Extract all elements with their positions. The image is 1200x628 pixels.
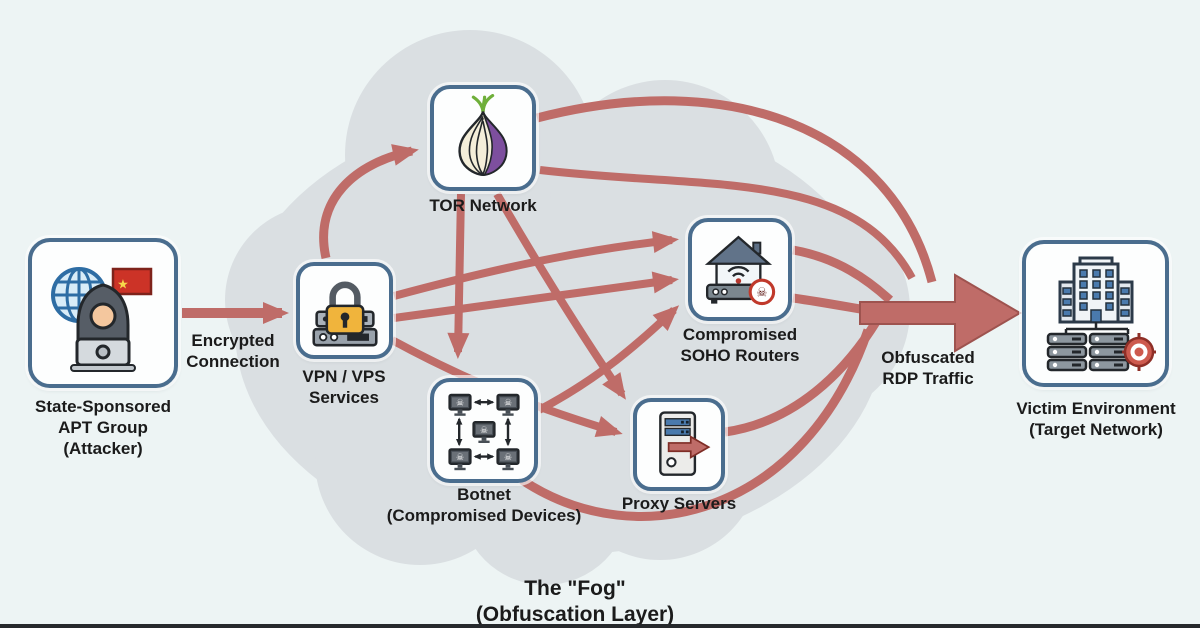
edge-soho-to-converge-upper xyxy=(792,245,894,304)
target-icon xyxy=(1121,332,1156,371)
edge-proxy-to-converge xyxy=(724,319,880,437)
svg-text:☠: ☠ xyxy=(456,452,464,462)
bottom-edge-bar xyxy=(0,624,1200,628)
node-attacker: ★ xyxy=(28,238,178,388)
botnet-monitors: ☠ ☠ ☠ ☠ ☠ xyxy=(448,393,520,470)
vpn-lock-servers-icon xyxy=(311,281,378,346)
node-botnet: ☠ ☠ ☠ ☠ ☠ xyxy=(430,378,538,483)
botnet-label: Botnet (Compromised Devices) xyxy=(386,485,582,525)
node-soho-routers: ☠ xyxy=(688,218,792,321)
edge-tor-arc-high-to-converge xyxy=(535,96,937,284)
edge-botnet-to-soho xyxy=(537,305,680,414)
botnet-link-arrows xyxy=(455,398,512,460)
skull-badge-icon: ☠ xyxy=(748,278,776,305)
fog-caption: The "Fog" (Obfuscation Layer) xyxy=(475,577,675,626)
edge-tor-to-proxy xyxy=(493,191,626,400)
victim-label: Victim Environment (Target Network) xyxy=(1016,399,1176,439)
onion-icon xyxy=(458,94,508,177)
laptop-icon xyxy=(70,337,136,372)
proxy-label: Proxy Servers xyxy=(621,494,737,513)
office-building-icon xyxy=(1058,256,1133,323)
svg-text:☠: ☠ xyxy=(756,285,767,299)
onion-layers xyxy=(468,115,489,175)
server-rack-icons xyxy=(1046,332,1129,371)
botnet-icon: ☠ ☠ ☠ ☠ ☠ xyxy=(448,393,520,470)
traffic-arrows xyxy=(182,96,1022,521)
vpn-label: VPN / VPS Services xyxy=(302,367,386,407)
onion-sprout xyxy=(471,94,495,114)
node-vpn-vps xyxy=(296,262,393,359)
edge-tor-to-botnet xyxy=(447,193,470,359)
edge-vpn-to-tor xyxy=(319,144,419,259)
padlock-icon xyxy=(325,281,364,335)
attacker-label: State-Sponsored APT Group (Attacker) xyxy=(34,397,172,458)
node-victim xyxy=(1022,240,1169,387)
edge-vpn-to-soho-upper xyxy=(392,231,679,300)
encrypted-connection-label: Encrypted Connection xyxy=(186,331,280,371)
onion-purple-half xyxy=(482,111,508,176)
node-tor xyxy=(430,85,536,191)
svg-text:☠: ☠ xyxy=(504,397,512,407)
obfuscated-rdp-label: Obfuscated RDP Traffic xyxy=(881,348,975,388)
forward-arrow-icon xyxy=(667,434,711,459)
house-icon xyxy=(704,235,773,286)
network-connector-lines xyxy=(1064,321,1129,334)
svg-text:☠: ☠ xyxy=(504,452,512,462)
edge-botnet-under-to-converge xyxy=(519,328,873,521)
wifi-icon xyxy=(727,265,750,277)
edge-tor-arc-low-to-converge xyxy=(539,166,916,280)
router-icon xyxy=(705,283,756,304)
soho-router-icon: ☠ xyxy=(704,235,776,305)
svg-text:★: ★ xyxy=(117,277,129,292)
proxy-server-icon xyxy=(659,410,711,476)
server-slots xyxy=(664,417,691,436)
hooded-figure-icon xyxy=(76,283,130,351)
svg-text:☠: ☠ xyxy=(480,424,488,434)
victim-environment-icon xyxy=(1046,256,1156,371)
china-flag-icon: ★ xyxy=(111,267,153,296)
soho-label: Compromised SOHO Routers xyxy=(680,325,800,365)
node-proxy xyxy=(633,398,725,491)
tor-label: TOR Network xyxy=(429,196,537,215)
svg-text:☠: ☠ xyxy=(456,397,464,407)
big-arrow-to-victim xyxy=(859,273,1022,353)
hacker-icon: ★ xyxy=(51,267,153,372)
